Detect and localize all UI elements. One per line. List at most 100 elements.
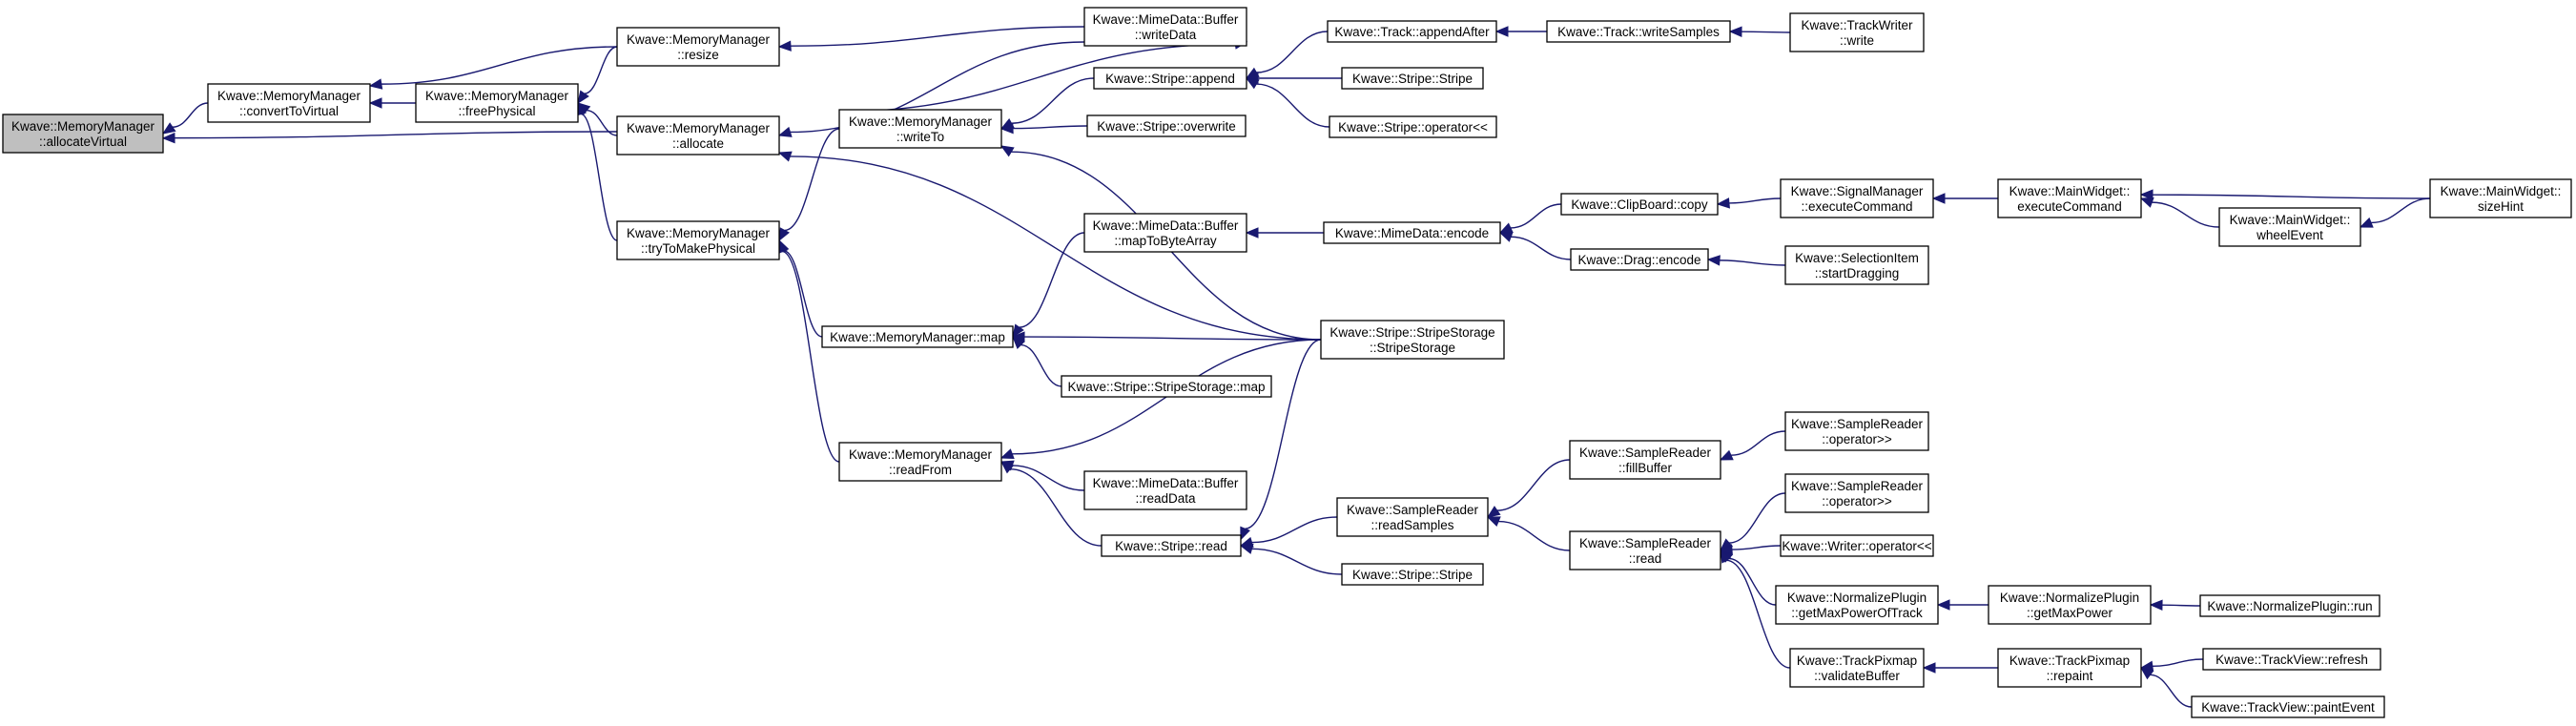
- node-writeTo[interactable]: Kwave::MemoryManager::writeTo: [838, 109, 1002, 149]
- node-trackWriterWrite[interactable]: Kwave::TrackWriter::write: [1789, 12, 1925, 52]
- edge-arrowhead: [1245, 227, 1259, 239]
- node-writerOpShl[interactable]: Kwave::Writer::operator<<: [1780, 534, 1934, 557]
- node-readFrom[interactable]: Kwave::MemoryManager::readFrom: [838, 442, 1002, 482]
- node-label-line: ::readSamples: [1370, 518, 1453, 532]
- node-readData[interactable]: Kwave::MimeData::Buffer::readData: [1083, 470, 1247, 510]
- node-startDragging[interactable]: Kwave::SelectionItem::startDragging: [1784, 245, 1929, 285]
- edge-writerOpShl-to-srRead: [1731, 545, 1782, 550]
- node-stripeCtor2[interactable]: Kwave::Stripe::Stripe: [1341, 563, 1484, 586]
- node-box: [821, 325, 1014, 348]
- node-box: [1997, 178, 2142, 218]
- node-label-line: ::readData: [1135, 491, 1196, 506]
- node-trackViewRefresh[interactable]: Kwave::TrackView::refresh: [2202, 648, 2381, 671]
- node-fillBuffer[interactable]: Kwave::SampleReader::fillBuffer: [1569, 440, 1721, 480]
- node-writeSamples[interactable]: Kwave::Track::writeSamples: [1546, 20, 1731, 43]
- node-trackViewPaint[interactable]: Kwave::TrackView::paintEvent: [2191, 695, 2385, 718]
- node-appendAfter[interactable]: Kwave::Track::appendAfter: [1327, 20, 1497, 43]
- edge-arrowhead: [999, 145, 1015, 157]
- node-box: [1061, 375, 1272, 398]
- node-box: [1083, 470, 1247, 510]
- node-box: [1780, 178, 1934, 218]
- node-sizeHint[interactable]: Kwave::MainWidget::sizeHint: [2429, 178, 2572, 218]
- node-getMaxPower[interactable]: Kwave::NormalizePlugin::getMaxPower: [1988, 585, 2152, 625]
- node-repaint[interactable]: Kwave::TrackPixmap::repaint: [1997, 648, 2142, 688]
- edge-arrowhead: [1498, 222, 1514, 234]
- edge-arrowhead: [1931, 193, 1946, 204]
- node-executeCommandMW[interactable]: Kwave::MainWidget::executeCommand: [1997, 178, 2142, 218]
- node-box: [1784, 411, 1929, 451]
- node-allocateVirtual[interactable]: Kwave::MemoryManager::allocateVirtual: [2, 114, 164, 154]
- edge-mmMap-to-tryToMakePhysical: [783, 250, 823, 338]
- node-stripeOverwrite[interactable]: Kwave::Stripe::overwrite: [1086, 114, 1247, 137]
- node-label-line: Kwave::Drag::encode: [1577, 253, 1700, 267]
- node-normalizeRun[interactable]: Kwave::NormalizePlugin::run: [2199, 594, 2380, 617]
- node-label-line: ::repaint: [2047, 669, 2093, 683]
- node-label-line: Kwave::SignalManager: [1791, 184, 1924, 198]
- node-label-line: ::readFrom: [889, 463, 952, 477]
- node-convertToVirtual[interactable]: Kwave::MemoryManager::convertToVirtual: [207, 83, 371, 123]
- node-label-line: Kwave::TrackPixmap: [1797, 653, 1917, 668]
- node-mimeEncode[interactable]: Kwave::MimeData::encode: [1323, 221, 1501, 244]
- node-stripeAppend[interactable]: Kwave::Stripe::append: [1093, 67, 1247, 90]
- node-label-line: Kwave::TrackView::paintEvent: [2201, 700, 2375, 715]
- node-wheelEvent[interactable]: Kwave::MainWidget::wheelEvent: [2218, 207, 2361, 247]
- node-freePhysical[interactable]: Kwave::MemoryManager::freePhysical: [415, 83, 579, 123]
- node-executeCommandSig[interactable]: Kwave::SignalManager::executeCommand: [1780, 178, 1934, 218]
- edge-arrowhead: [1716, 197, 1730, 209]
- edge-arrowhead: [1486, 506, 1501, 518]
- node-getMaxPowerOfTrack[interactable]: Kwave::NormalizePlugin::getMaxPowerOfTra…: [1775, 585, 1939, 625]
- edge-arrowhead: [1239, 543, 1254, 554]
- node-dragEncode[interactable]: Kwave::Drag::encode: [1570, 248, 1709, 271]
- edge-arrowhead: [1245, 77, 1260, 90]
- edge-arrowhead: [161, 122, 176, 135]
- node-mmMap[interactable]: Kwave::MemoryManager::map: [821, 325, 1014, 348]
- node-stripeStorage[interactable]: Kwave::Stripe::StripeStorage::StripeStor…: [1320, 320, 1505, 360]
- edge-arrowhead: [1486, 516, 1501, 528]
- edge-writeData-to-resize: [790, 26, 1085, 47]
- node-label-line: ::read: [1629, 551, 1662, 566]
- edge-arrowhead: [2139, 197, 2154, 208]
- edge-arrowhead: [1240, 526, 1250, 541]
- node-ssMap[interactable]: Kwave::Stripe::StripeStorage::map: [1061, 375, 1272, 398]
- edge-trackWriterWrite-to-writeSamples: [1741, 31, 1791, 33]
- edge-stripeAppend-to-writeTo: [1011, 77, 1095, 124]
- edge-arrowhead: [2359, 217, 2374, 228]
- node-opShr2[interactable]: Kwave::SampleReader::operator>>: [1784, 473, 1929, 513]
- edge-resize-to-convertToVirtual: [381, 46, 618, 85]
- edge-arrowhead: [1706, 255, 1721, 266]
- node-label-line: Kwave::MemoryManager: [217, 89, 361, 103]
- call-edges: [161, 26, 2431, 708]
- node-stripeRead[interactable]: Kwave::Stripe::read: [1101, 534, 1242, 557]
- edge-mapToByteArray-to-mmMap: [1019, 232, 1085, 328]
- node-clipCopy[interactable]: Kwave::ClipBoard::copy: [1560, 193, 1719, 216]
- node-box: [1320, 320, 1505, 360]
- edge-readFrom-to-tryToMakePhysical: [781, 250, 840, 463]
- node-label-line: Kwave::MainWidget::: [2230, 213, 2351, 227]
- node-resize[interactable]: Kwave::MemoryManager::resize: [616, 27, 780, 67]
- node-validateBuffer[interactable]: Kwave::TrackPixmap::validateBuffer: [1789, 648, 1925, 688]
- node-allocate[interactable]: Kwave::MemoryManager::allocate: [616, 115, 780, 156]
- node-label-line: ::executeCommand: [1801, 199, 1912, 214]
- node-writeData[interactable]: Kwave::MimeData::Buffer::writeData: [1083, 7, 1247, 47]
- node-box: [1789, 12, 1925, 52]
- edge-trackViewPaint-to-repaint: [2150, 674, 2193, 708]
- node-readSamples[interactable]: Kwave::SampleReader::readSamples: [1336, 497, 1489, 537]
- node-opShr1[interactable]: Kwave::SampleReader::operator>>: [1784, 411, 1929, 451]
- edge-arrowhead: [368, 78, 383, 90]
- edge-arrowhead: [777, 126, 793, 137]
- edge-arrowhead: [368, 97, 382, 109]
- node-srRead[interactable]: Kwave::SampleReader::read: [1569, 530, 1721, 570]
- node-label-line: Kwave::MainWidget::: [2441, 184, 2562, 198]
- node-label-line: Kwave::MemoryManager: [849, 114, 993, 129]
- node-label-line: Kwave::Stripe::StripeStorage::map: [1067, 380, 1265, 394]
- node-box: [1323, 221, 1501, 244]
- node-stripeOpShl[interactable]: Kwave::Stripe::operator<<: [1329, 115, 1497, 138]
- node-mapToByteArray[interactable]: Kwave::MimeData::Buffer::mapToByteArray: [1083, 213, 1247, 253]
- edge-arrowhead: [777, 151, 793, 162]
- node-label-line: ::mapToByteArray: [1114, 234, 1217, 248]
- edge-arrowhead: [1922, 662, 1936, 674]
- node-tryToMakePhysical[interactable]: Kwave::MemoryManager::tryToMakePhysical: [616, 220, 780, 260]
- node-stripeCtor1[interactable]: Kwave::Stripe::Stripe: [1341, 67, 1484, 90]
- edge-arrowhead: [1494, 26, 1509, 37]
- edge-tryToMakePhysical-to-freePhysical: [580, 113, 618, 241]
